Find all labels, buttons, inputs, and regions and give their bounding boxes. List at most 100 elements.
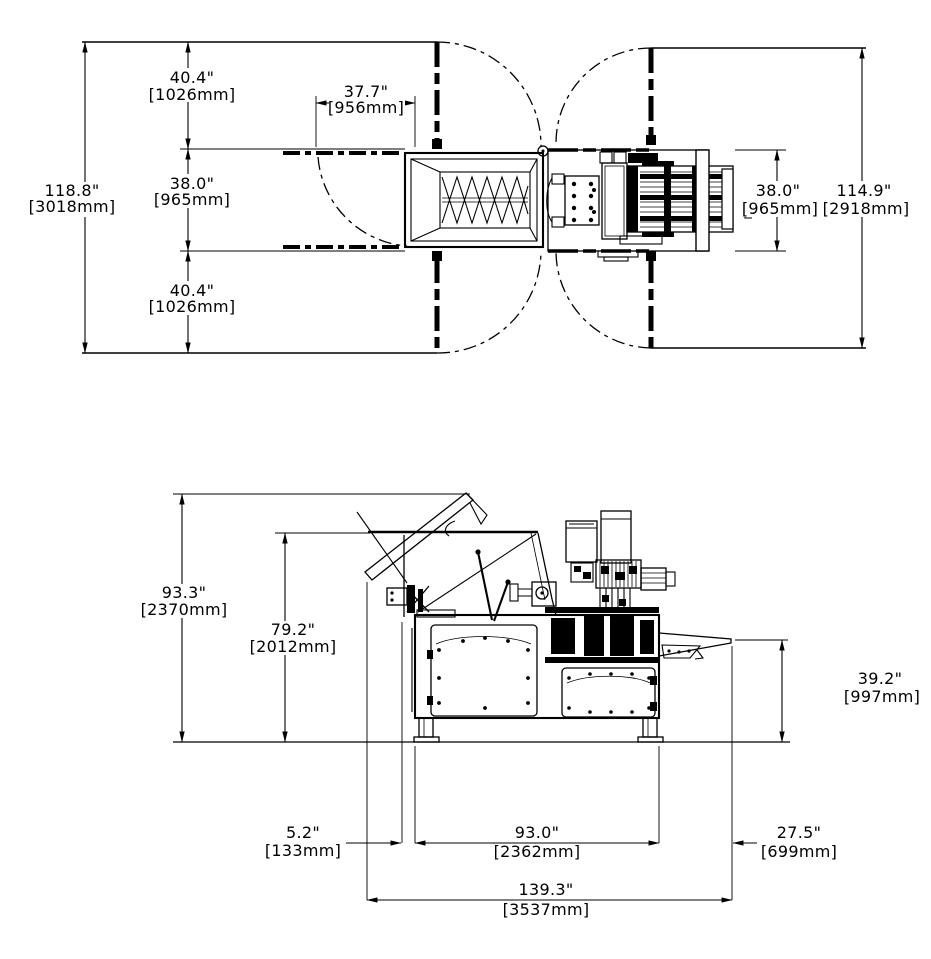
pulley xyxy=(535,586,549,600)
cooler-outlet xyxy=(665,571,676,587)
hinge-pin xyxy=(537,145,549,157)
dim-value-mm: [965mm] xyxy=(154,190,230,209)
chute-hook xyxy=(694,649,705,660)
dim-value-inches: 27.5" xyxy=(777,823,821,842)
dim-value-inches: 93.3" xyxy=(162,583,206,602)
clamp xyxy=(551,216,565,228)
dim-side-overall-height: 93.3" [2370mm] xyxy=(139,493,470,743)
drive-housing-inner xyxy=(604,165,625,237)
door-hinge xyxy=(646,135,656,145)
frame-rail-top xyxy=(545,607,659,613)
dim-value-inches: 5.2" xyxy=(286,823,320,842)
lid-support-arm xyxy=(356,511,408,584)
drive-block xyxy=(640,620,654,654)
frame-rail-bottom xyxy=(545,657,659,663)
lid-prop-rod xyxy=(476,551,494,621)
lid-lip xyxy=(465,492,488,526)
motor-cylinder-small xyxy=(565,520,598,563)
panel-latch xyxy=(427,696,433,705)
panel-latch xyxy=(650,676,657,685)
leg-left xyxy=(413,717,440,743)
clamp-arc xyxy=(546,177,553,223)
access-panel-right xyxy=(561,667,656,718)
hinge-bracket xyxy=(386,587,408,606)
open-lid xyxy=(364,492,474,581)
door-hinge xyxy=(432,251,442,261)
drive-block xyxy=(584,616,604,656)
door-swing-arc xyxy=(317,156,408,247)
roller-tab xyxy=(642,161,674,166)
dim-value-inches: 93.0" xyxy=(515,823,559,842)
roller-divider xyxy=(664,166,671,232)
auger-flight xyxy=(441,175,529,225)
hopper-opening xyxy=(439,171,531,229)
hopper-inner-rim xyxy=(410,158,538,242)
panel-top-seam xyxy=(435,636,532,645)
lid-hinge-block xyxy=(418,589,423,612)
dim-value-mm: [2918mm] xyxy=(823,199,910,218)
drive-block xyxy=(610,616,634,656)
panel-latch xyxy=(427,650,433,659)
dim-value-inches: 40.4" xyxy=(170,68,214,87)
dim-value-mm: [133mm] xyxy=(265,841,341,860)
dim-top-chain: 40.4" [1026mm] 38.0" [965mm] 40.4" [1026… xyxy=(147,41,238,354)
clamp xyxy=(551,173,565,185)
top-view: 118.8" [3018mm] 40.4" [1026mm] 38.0" [96… xyxy=(12,41,912,354)
hopper-funnel-lines xyxy=(410,158,538,242)
dim-top-body-right: 38.0" [965mm] xyxy=(735,149,822,252)
door-hinge xyxy=(432,139,442,149)
lid-hinge-block xyxy=(407,585,415,613)
dim-top-overall-left: 118.8" [3018mm] xyxy=(12,41,132,354)
roller-band xyxy=(640,195,724,200)
dim-value-inches: 139.3" xyxy=(519,880,574,899)
dim-value-inches: 38.0" xyxy=(756,181,800,200)
cylinder-cap-seam xyxy=(566,523,597,529)
panel-bolts xyxy=(567,672,651,714)
dim-value-mm: [997mm] xyxy=(844,687,920,706)
dim-value-mm: [956mm] xyxy=(328,98,404,117)
dim-value-mm: [3018mm] xyxy=(29,197,116,216)
roller-end-block xyxy=(627,166,638,232)
roller-band xyxy=(640,216,724,221)
dim-value-inches: 38.0" xyxy=(170,174,214,193)
dim-side-hopper-height: 79.2" [2012mm] xyxy=(243,532,370,743)
cooler-fins xyxy=(641,572,666,584)
dim-value-mm: [2370mm] xyxy=(141,600,228,619)
dim-value-mm: [965mm] xyxy=(742,199,818,218)
drive-housing xyxy=(601,162,628,240)
lid-handle xyxy=(444,520,456,537)
hopper-slope xyxy=(417,533,537,613)
dim-side-overall-length: 139.3" [3537mm] xyxy=(366,880,733,919)
drive-block xyxy=(551,618,575,654)
side-view: 93.3" [2370mm] 79.2" [2012mm] 39.2" [997… xyxy=(139,492,920,919)
dim-top-door-width: 37.7" [956mm] xyxy=(315,82,416,147)
dim-top-overall-right: 114.9" [2918mm] xyxy=(822,47,912,349)
dim-side-discharge-reach: 27.5" [699mm] xyxy=(732,823,837,861)
discharge-chute xyxy=(658,632,732,657)
hopper xyxy=(403,151,545,249)
hopper-right-wall-inner xyxy=(530,532,546,601)
lower-mount xyxy=(619,235,663,245)
dim-value-mm: [3537mm] xyxy=(503,900,590,919)
bracket xyxy=(599,151,613,164)
dim-value-mm: [1026mm] xyxy=(149,297,236,316)
hopper-right-wall xyxy=(537,532,557,616)
shaft-mount xyxy=(509,583,519,602)
dim-value-mm: [2362mm] xyxy=(494,842,581,861)
dim-side-front-offset: 5.2" [133mm] xyxy=(265,823,402,860)
dim-value-inches: 114.9" xyxy=(837,181,892,200)
door-swing-arc xyxy=(436,250,542,354)
roller-end-cap xyxy=(721,168,734,230)
dim-value-inches: 79.2" xyxy=(271,620,315,639)
mount-plate xyxy=(695,149,710,252)
access-panel-left xyxy=(430,624,538,717)
dim-value-mm: [2012mm] xyxy=(250,637,337,656)
dim-side-discharge-height: 39.2" [997mm] xyxy=(735,639,920,743)
panel-top-seam xyxy=(566,675,651,684)
cooler xyxy=(640,567,667,591)
dim-value-inches: 40.4" xyxy=(170,281,214,300)
roller-tab xyxy=(642,232,674,237)
auger-drive xyxy=(531,581,557,607)
